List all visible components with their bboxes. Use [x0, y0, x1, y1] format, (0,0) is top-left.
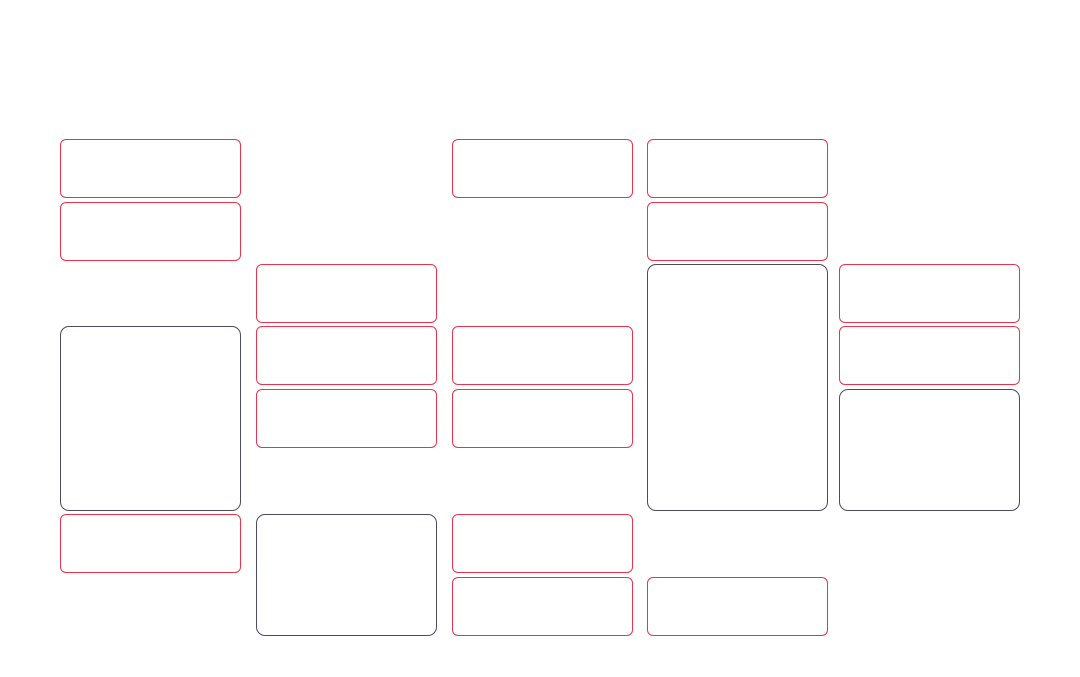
card-col3-5[interactable] [452, 577, 633, 636]
card-col4-4[interactable] [647, 577, 828, 636]
card-col2-2[interactable] [256, 326, 437, 385]
card-col2-1[interactable] [256, 264, 437, 323]
card-col1-1[interactable] [60, 139, 241, 198]
card-col3-1[interactable] [452, 139, 633, 198]
card-col1-2[interactable] [60, 202, 241, 261]
card-col3-2[interactable] [452, 326, 633, 385]
card-col3-3[interactable] [452, 389, 633, 448]
card-col2-3[interactable] [256, 389, 437, 448]
card-col1-4[interactable] [60, 514, 241, 573]
card-col1-3[interactable] [60, 326, 241, 511]
card-col4-2[interactable] [647, 202, 828, 261]
card-col5-3[interactable] [839, 389, 1020, 511]
card-col3-4[interactable] [452, 514, 633, 573]
card-col2-4[interactable] [256, 514, 437, 636]
card-col4-1[interactable] [647, 139, 828, 198]
card-col5-1[interactable] [839, 264, 1020, 323]
card-col4-3[interactable] [647, 264, 828, 511]
card-col5-2[interactable] [839, 326, 1020, 385]
